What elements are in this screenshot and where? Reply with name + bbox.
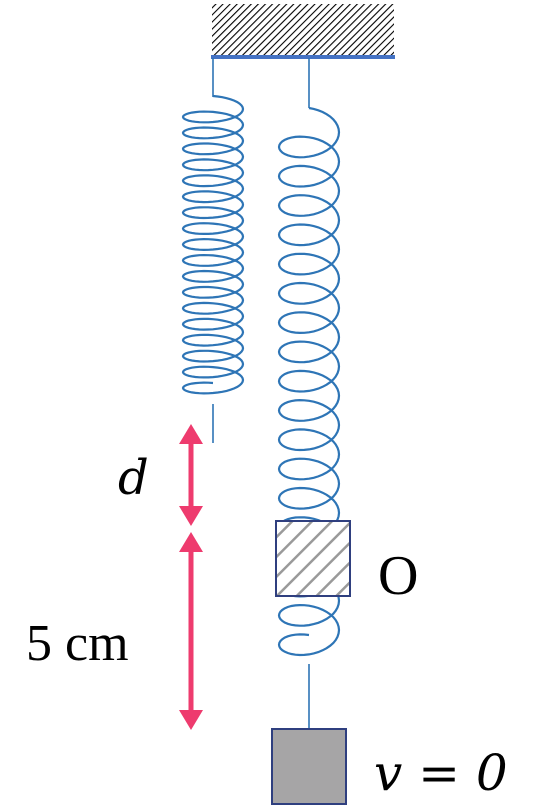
label-5cm: 5 cm	[26, 615, 129, 672]
label-d: d	[118, 450, 149, 506]
label-origin: O	[378, 545, 418, 607]
stretched-spring	[277, 58, 341, 728]
arrow-d	[179, 424, 203, 526]
label-velocity: v = 0	[374, 744, 508, 802]
unloaded-spring	[181, 58, 245, 443]
ceiling-support	[212, 4, 394, 56]
arrow-5cm	[179, 532, 203, 730]
mass-at-equilibrium	[275, 520, 351, 597]
mass-at-lowest-point	[271, 728, 347, 805]
